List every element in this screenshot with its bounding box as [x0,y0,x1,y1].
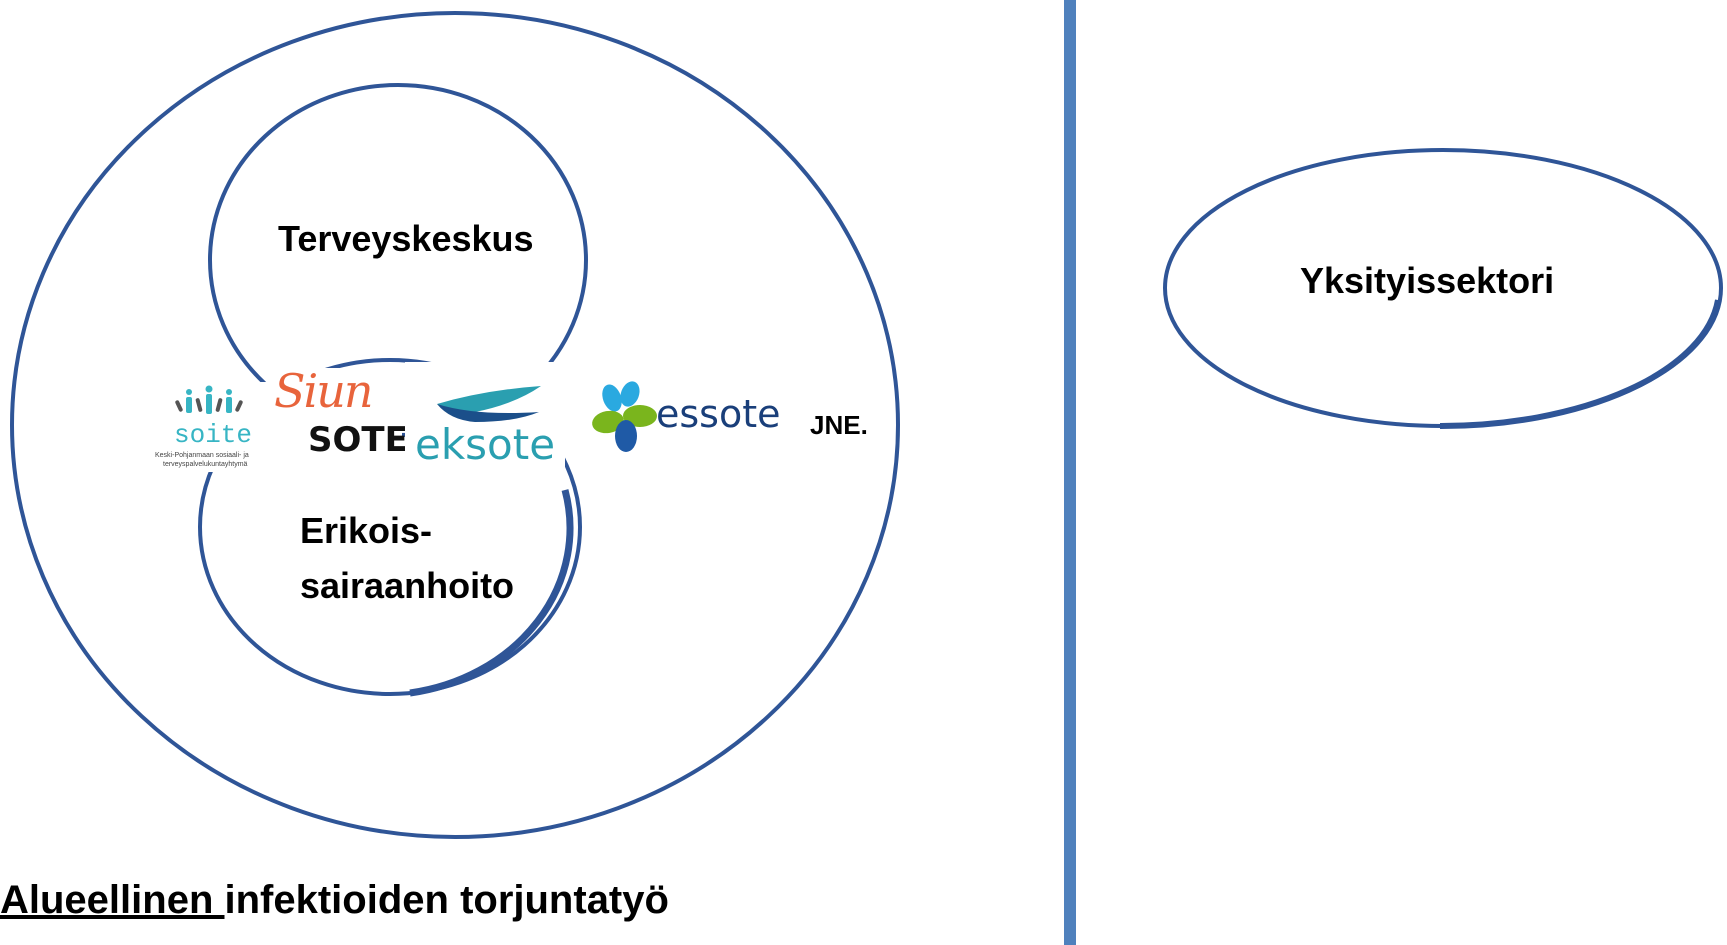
caption-underlined: Alueellinen [0,878,225,922]
eksote-text: eksote [415,420,556,469]
soite-figures-icon [175,385,243,414]
soite-name: soite [174,420,253,450]
caption: Alueellinen infektioiden torjuntatyö [0,878,669,923]
terveyskeskus-label: Terveyskeskus [278,218,534,259]
lower-circle-shadow-arc [409,489,574,697]
essote-logo: essote [590,380,790,460]
erikoissairaanhoito-label-line1: Erikois- [300,510,433,551]
siun-sote-text: SOTE [308,420,408,460]
eksote-logo: eksote [405,362,565,472]
essote-text: essote [656,392,781,436]
soite-subtitle-1: Keski-Pohjanmaan sosiaali- ja [155,452,249,459]
eksote-swoosh-icon [437,386,541,422]
lower-inner-circle [198,358,582,696]
soite-subtitle-2: terveyspalvelukuntayhtymä [163,461,248,468]
soite-logo: soite Keski-Pohjanmaan sosiaali- ja terv… [147,382,272,472]
outer-circle [10,11,900,839]
essote-clover-icon [592,381,657,452]
erikoissairaanhoito-label-line2: sairaanhoito [300,565,515,606]
private-ellipse-shadow-arc [1439,299,1721,430]
caption-rest: infektioiden torjuntatyö [224,878,669,922]
yksityissektori-label: Yksityissektori [1300,260,1555,301]
vertical-divider [1064,0,1076,945]
siun-sote-logo: Siun SOTE [272,364,408,470]
siun-script: Siun [274,364,373,418]
jne-label: JNE. [810,410,868,440]
